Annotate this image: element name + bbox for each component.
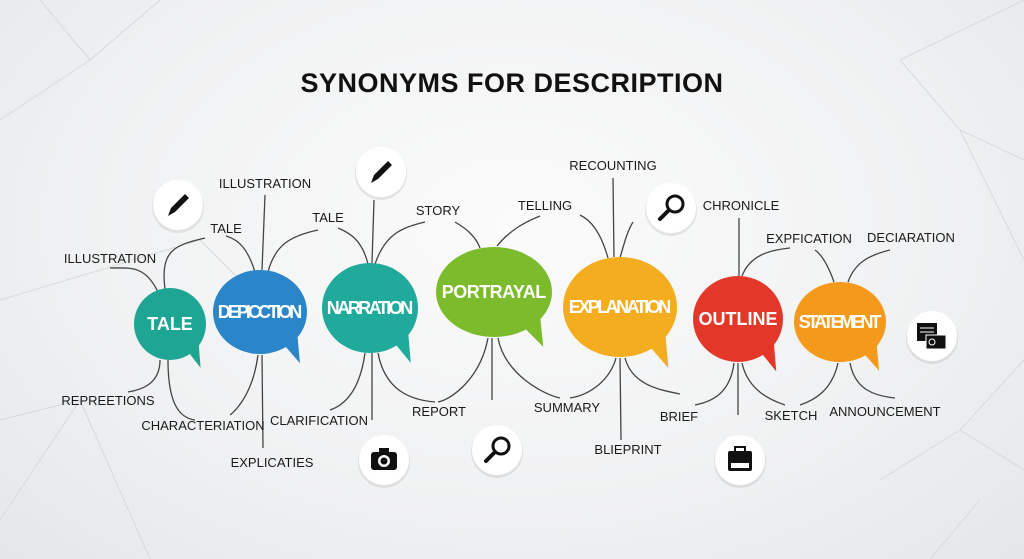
speech-bubble-statement: STATEMENT: [794, 282, 886, 371]
connector-line: [374, 221, 426, 265]
speech-bubble-portrayal: PORTRAYAL: [436, 247, 552, 347]
bubble-label: TALE: [147, 314, 193, 334]
bubble-label: STATEMENT: [799, 312, 882, 332]
speech-bubble-outline: OUTLINE: [693, 276, 783, 372]
synonym-label: STORY: [416, 203, 461, 218]
synonym-label: DECIARATION: [867, 230, 955, 245]
bubble-label: OUTLINE: [699, 309, 778, 329]
camera-icon: [358, 435, 410, 488]
connector-line: [261, 354, 264, 449]
connector-line: [849, 362, 896, 399]
connector-line: [569, 357, 617, 399]
connector-line: [267, 229, 319, 273]
bubble-body: [563, 257, 677, 357]
synonym-label: ILLUSTRATION: [219, 176, 311, 191]
connector-line: [624, 357, 681, 395]
connector-line: [799, 362, 839, 406]
bubble-body: [134, 288, 206, 360]
speech-bubble-tale: TALE: [134, 288, 206, 368]
connector-line: [814, 249, 835, 283]
bubble-body: [213, 270, 307, 354]
briefcase-icon: [714, 435, 766, 488]
synonym-label: BLIEPRINT: [594, 442, 661, 457]
magnifier-icon: [645, 183, 697, 236]
synonym-label: REPORT: [412, 404, 466, 419]
connector-line: [127, 359, 161, 393]
synonym-label: SKETCH: [765, 408, 818, 423]
magnifier-icon: [471, 425, 523, 478]
pen-icon: [152, 180, 204, 233]
bubble-body: [693, 276, 783, 362]
connector-line: [579, 214, 609, 259]
synonym-label: EXPFICATION: [766, 231, 852, 246]
speech-bubble-depicction: DEPICCTION: [213, 270, 307, 364]
synonym-label: TALE: [210, 221, 242, 236]
connector-line: [619, 221, 634, 259]
bubble-label: EXPLANATION: [569, 297, 672, 317]
connector-line: [377, 352, 436, 403]
connector-lines: [109, 177, 896, 449]
connector-line: [229, 354, 259, 416]
synonym-label: CHARACTERIATION: [141, 418, 264, 433]
connector-line: [167, 359, 196, 421]
connector-line: [741, 247, 791, 277]
connector-line: [261, 194, 266, 271]
connector-line: [741, 362, 786, 406]
connector-line: [337, 227, 369, 265]
connector-line: [329, 352, 366, 411]
bubble-label: PORTRAYAL: [442, 282, 546, 302]
bubble-body: [436, 247, 552, 337]
connector-line: [371, 199, 375, 264]
connector-line: [612, 177, 615, 258]
synonym-label: CHRONICLE: [703, 198, 780, 213]
synonym-label: TELLING: [518, 198, 572, 213]
bubble-label: NARRATION: [327, 298, 413, 318]
synonym-label: RECOUNTING: [569, 158, 656, 173]
synonym-label: REPREETIONS: [61, 393, 155, 408]
connector-line: [163, 237, 206, 290]
connector-line: [694, 362, 735, 406]
bubble-body: [322, 263, 418, 353]
connector-line: [619, 357, 622, 441]
connector-line: [496, 215, 541, 247]
synonym-label: ANNOUNCEMENT: [829, 404, 940, 419]
speech-bubble-narration: NARRATION: [322, 263, 418, 363]
synonym-label: TALE: [312, 210, 344, 225]
connector-line: [454, 221, 481, 249]
pen-icon: [355, 147, 407, 200]
connector-line: [847, 249, 891, 283]
connector-line: [225, 235, 256, 273]
speech-bubble-explanation: EXPLANATION: [563, 257, 677, 368]
page-title: SYNONYMS FOR DESCRIPTION: [300, 68, 723, 98]
connector-line: [497, 337, 561, 399]
connector-line: [437, 337, 489, 403]
synonym-label: BRIEF: [660, 409, 698, 424]
synonym-label: CLARIFICATION: [270, 413, 368, 428]
bubble-body: [794, 282, 886, 362]
synonym-label: EXPLICATIES: [231, 455, 314, 470]
synonym-label: SUMMARY: [534, 400, 601, 415]
synonym-label: ILLUSTRATION: [64, 251, 156, 266]
connector-line: [109, 267, 159, 293]
bubble-label: DEPICCTION: [218, 302, 303, 322]
cards-icon: [906, 311, 958, 364]
